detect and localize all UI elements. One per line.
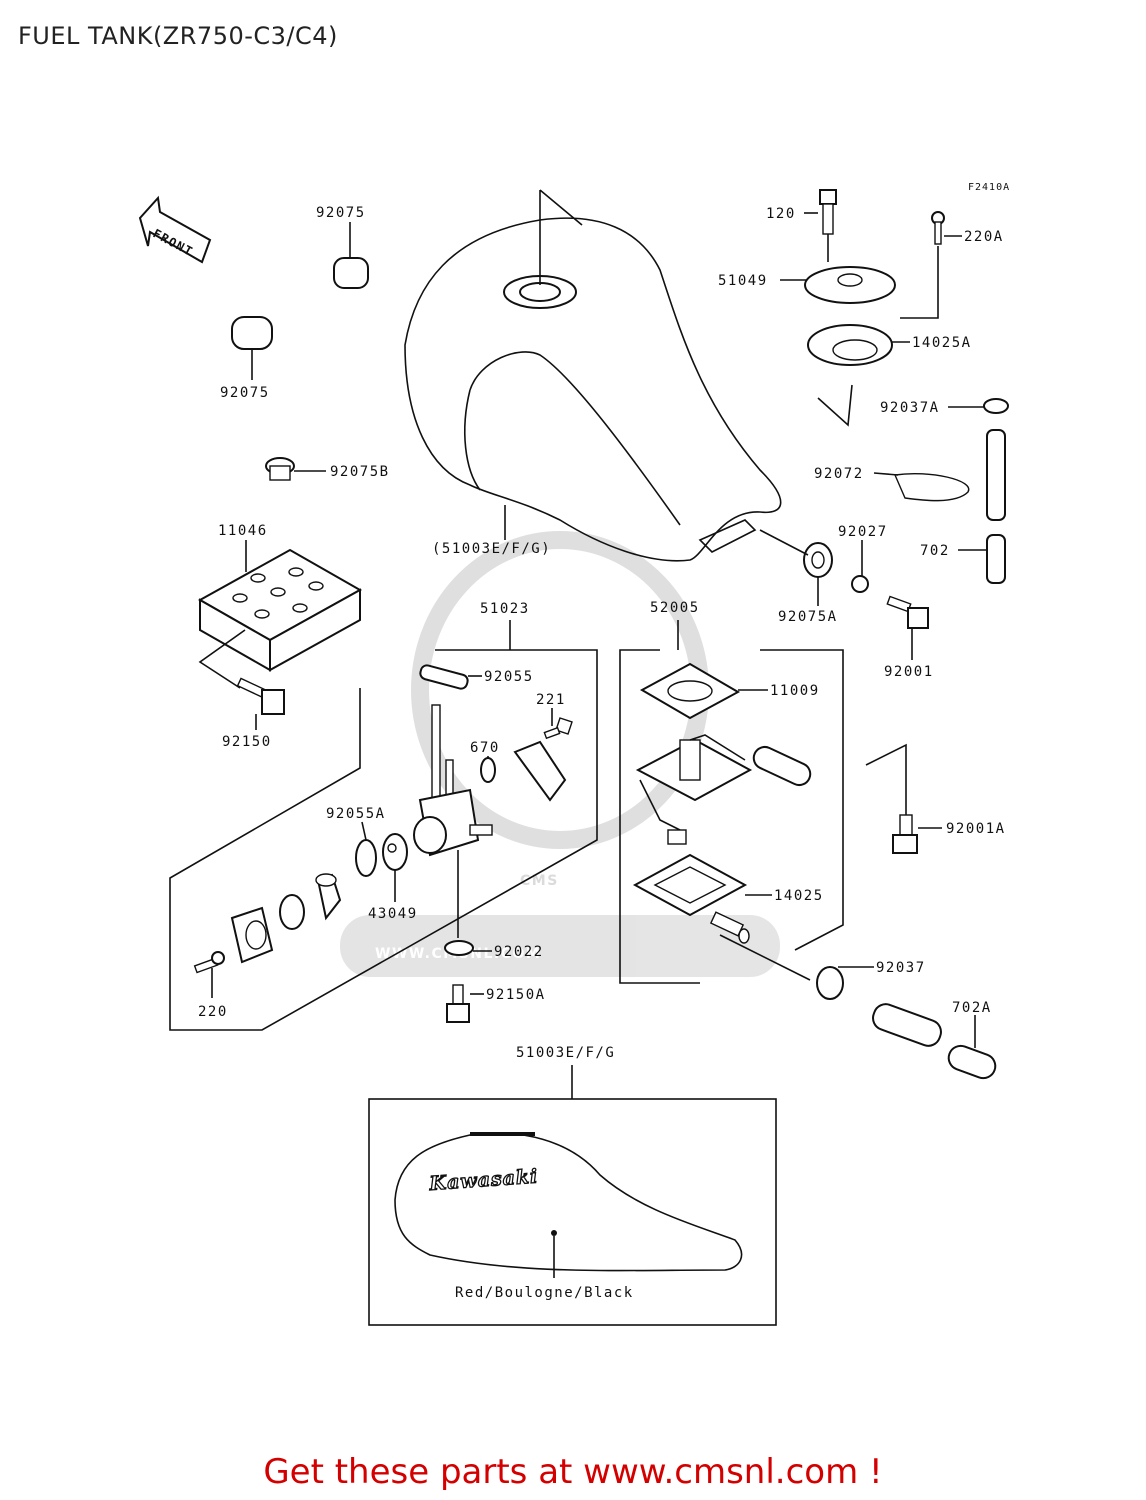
- callout-92055A: 92055A: [326, 806, 386, 822]
- callout-92037: 92037: [876, 960, 926, 976]
- color-note: Red/Boulogne/Black: [455, 1285, 634, 1301]
- callout-702A: 702A: [952, 1000, 992, 1016]
- callout-92022: 92022: [494, 944, 544, 960]
- hose-702: [986, 429, 1006, 584]
- callout-92072: 92072: [814, 466, 864, 482]
- cap-bolt-120: [819, 189, 837, 262]
- clip-92037: [816, 966, 844, 1000]
- tank-decal-inset: Kawasaki Red/Boulogne/Black: [368, 1065, 777, 1326]
- gasket-92055: [419, 664, 469, 690]
- bolt-92150A: [446, 984, 470, 1023]
- leader: [198, 629, 246, 689]
- callout-92037A: 92037A: [880, 400, 940, 416]
- callout-14025: 14025: [774, 888, 824, 904]
- callout-702: 702: [920, 543, 950, 559]
- hose-702A: [872, 1003, 997, 1080]
- float-cup-14025: [632, 853, 750, 944]
- figure-code: F2410A: [968, 182, 1010, 193]
- callout-92001: 92001: [884, 664, 934, 680]
- callout-221: 221: [536, 692, 566, 708]
- callout-92027: 92027: [838, 524, 888, 540]
- callout-220A: 220A: [964, 229, 1004, 245]
- gasket-43049: [382, 833, 408, 871]
- lever-plate: [230, 906, 274, 964]
- cap-seat-14025A: [807, 324, 893, 366]
- callout-92001A: 92001A: [946, 821, 1006, 837]
- callout-14025A: 14025A: [912, 335, 972, 351]
- collar-92027: [851, 575, 869, 593]
- tank-brand-logo: Kawasaki: [428, 1165, 539, 1195]
- clip-92037A: [983, 398, 1009, 414]
- filler-cap-51049: [804, 266, 896, 304]
- oring-92055A: [355, 839, 377, 877]
- fuel-tank: [404, 189, 782, 562]
- callout-92150: 92150: [222, 734, 272, 750]
- washer-92022: [444, 940, 474, 956]
- screw-220: [193, 951, 225, 974]
- callout-92075-left: 92075: [220, 385, 270, 401]
- callout-51023: 51023: [480, 601, 530, 617]
- callout-52005: 52005: [650, 600, 700, 616]
- leader-lines: [211, 212, 986, 1048]
- callout-labels: 120 220A 51049 14025A 92037A 92072 92027…: [198, 205, 1006, 1061]
- cover-plate: [513, 740, 567, 802]
- callout-43049: 43049: [368, 906, 418, 922]
- promo-link[interactable]: Get these parts at www.cmsnl.com !: [263, 1452, 883, 1492]
- band-92072: [893, 472, 970, 502]
- callout-51049: 51049: [718, 273, 768, 289]
- damper-92075-top: [333, 257, 369, 289]
- leader: [759, 529, 809, 556]
- callout-670: 670: [470, 740, 500, 756]
- lever-knob: [315, 873, 342, 921]
- watermark-logo: CMS: [520, 873, 559, 889]
- cap-bolt-220A: [900, 211, 945, 319]
- fuel-level-sender: [635, 734, 812, 845]
- damper-92075A: [803, 542, 833, 578]
- callout-92150A: 92150A: [486, 987, 546, 1003]
- damper-92075B: [265, 457, 295, 481]
- cap-ref-mark: [817, 384, 853, 427]
- fuel-cock-body: [413, 704, 493, 938]
- callout-92075B: 92075B: [330, 464, 390, 480]
- front-arrow-icon: FRONT: [138, 195, 212, 264]
- callout-92055: 92055: [484, 669, 534, 685]
- fuel-pump-group-box: [619, 620, 844, 984]
- page-title: FUEL TANK(ZR750-C3/C4): [18, 22, 338, 50]
- lever-ring: [279, 894, 305, 930]
- bracket-11046: [197, 548, 363, 672]
- callout-11009: 11009: [770, 683, 820, 699]
- bolt-92001A: [865, 743, 918, 854]
- fuel-cock-group-box: [169, 620, 598, 1031]
- callout-92075-top: 92075: [316, 205, 366, 221]
- callout-220: 220: [198, 1004, 228, 1020]
- watermark: CMS WWW.CMSNL.COM: [340, 531, 780, 977]
- damper-92075-left: [231, 316, 273, 350]
- callout-92075A: 92075A: [778, 609, 838, 625]
- bolt-92150: [236, 677, 285, 715]
- callout-11046: 11046: [218, 523, 268, 539]
- bolt-92001: [886, 595, 929, 629]
- callout-51003-inset: 51003E/F/G: [516, 1045, 615, 1061]
- oring-670: [480, 757, 496, 783]
- callout-51003-tank: (51003E/F/G): [432, 541, 551, 557]
- screw-221: [543, 717, 573, 740]
- gasket-11009: [639, 662, 741, 720]
- callout-120: 120: [766, 206, 796, 222]
